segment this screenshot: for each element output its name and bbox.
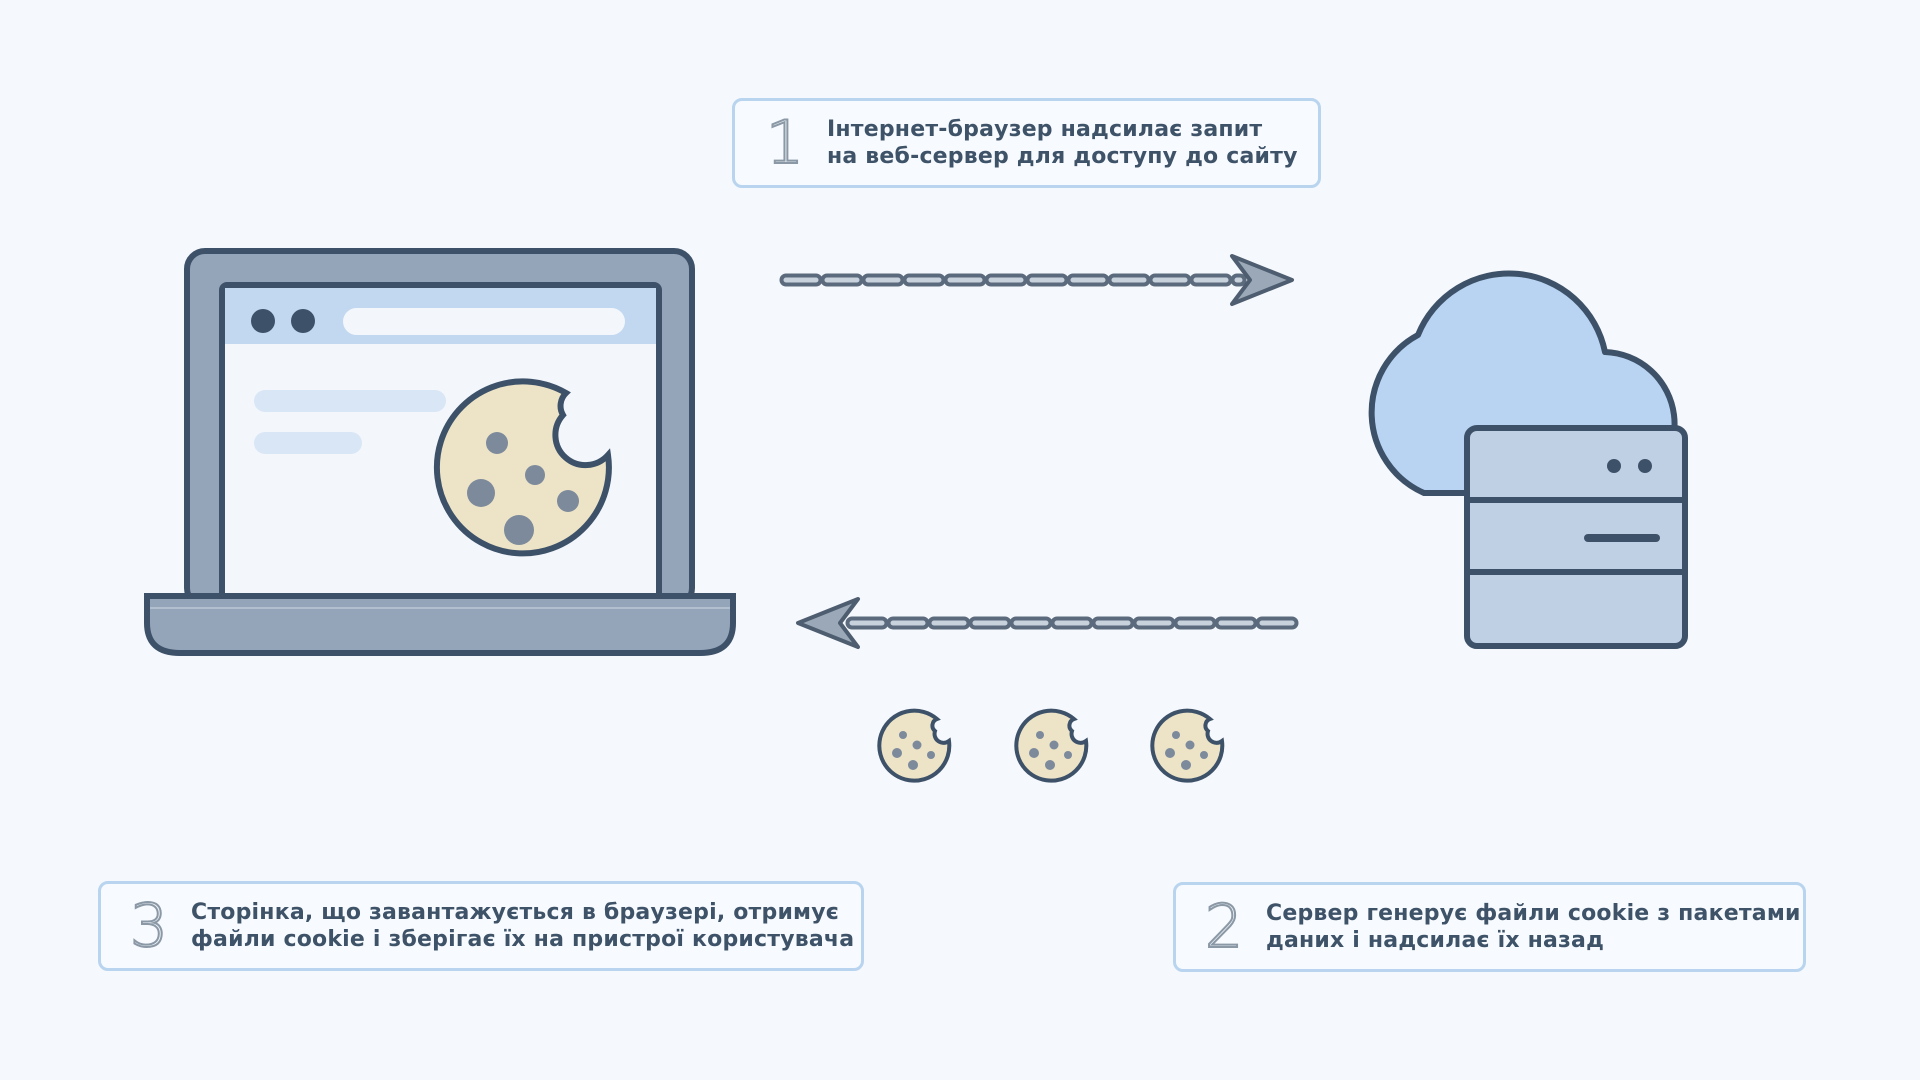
arrow-right-icon bbox=[779, 254, 1294, 306]
step-1-number: 1 bbox=[765, 108, 805, 178]
cookies-group bbox=[877, 708, 1225, 783]
browser-address-bar bbox=[343, 308, 625, 335]
cloud-server-illustration bbox=[1368, 270, 1688, 649]
step-1-line-1: Інтернет-браузер надсилає запит bbox=[827, 117, 1263, 142]
browser-dot-icon bbox=[251, 309, 275, 333]
cookie-icon bbox=[433, 378, 612, 557]
server-icon bbox=[1464, 425, 1688, 649]
step-2-number: 2 bbox=[1204, 892, 1244, 962]
laptop-base bbox=[144, 593, 736, 656]
cookie-icon bbox=[1014, 708, 1089, 783]
step-3-line-1: Сторінка, що завантажується в браузері, … bbox=[191, 900, 840, 925]
step-2-text: Сервер генерує файли cookie з пакетами д… bbox=[1266, 900, 1801, 954]
content-placeholder bbox=[254, 432, 362, 454]
browser-dot-icon bbox=[291, 309, 315, 333]
content-placeholder bbox=[254, 390, 446, 412]
step-3-number: 3 bbox=[129, 891, 169, 961]
step-1-line-2: на веб-сервер для доступу до сайту bbox=[827, 144, 1298, 169]
step-1-box: 1 Інтернет-браузер надсилає запит на веб… bbox=[732, 98, 1321, 188]
laptop-icon bbox=[144, 248, 736, 656]
step-3-box: 3 Сторінка, що завантажується в браузері… bbox=[98, 881, 864, 971]
cookie-icon bbox=[1150, 708, 1225, 783]
step-2-box: 2 Сервер генерує файли cookie з пакетами… bbox=[1173, 882, 1806, 972]
step-2-line-2: даних і надсилає їх назад bbox=[1266, 928, 1605, 953]
step-1-text: Інтернет-браузер надсилає запит на веб-с… bbox=[827, 116, 1298, 170]
arrow-left-icon bbox=[796, 597, 1309, 649]
step-3-text: Сторінка, що завантажується в браузері, … bbox=[191, 899, 854, 953]
cookie-icon bbox=[877, 708, 952, 783]
step-3-line-2: файли cookie і зберігає їх на пристрої к… bbox=[191, 927, 855, 952]
step-2-line-1: Сервер генерує файли cookie з пакетами bbox=[1266, 901, 1801, 926]
